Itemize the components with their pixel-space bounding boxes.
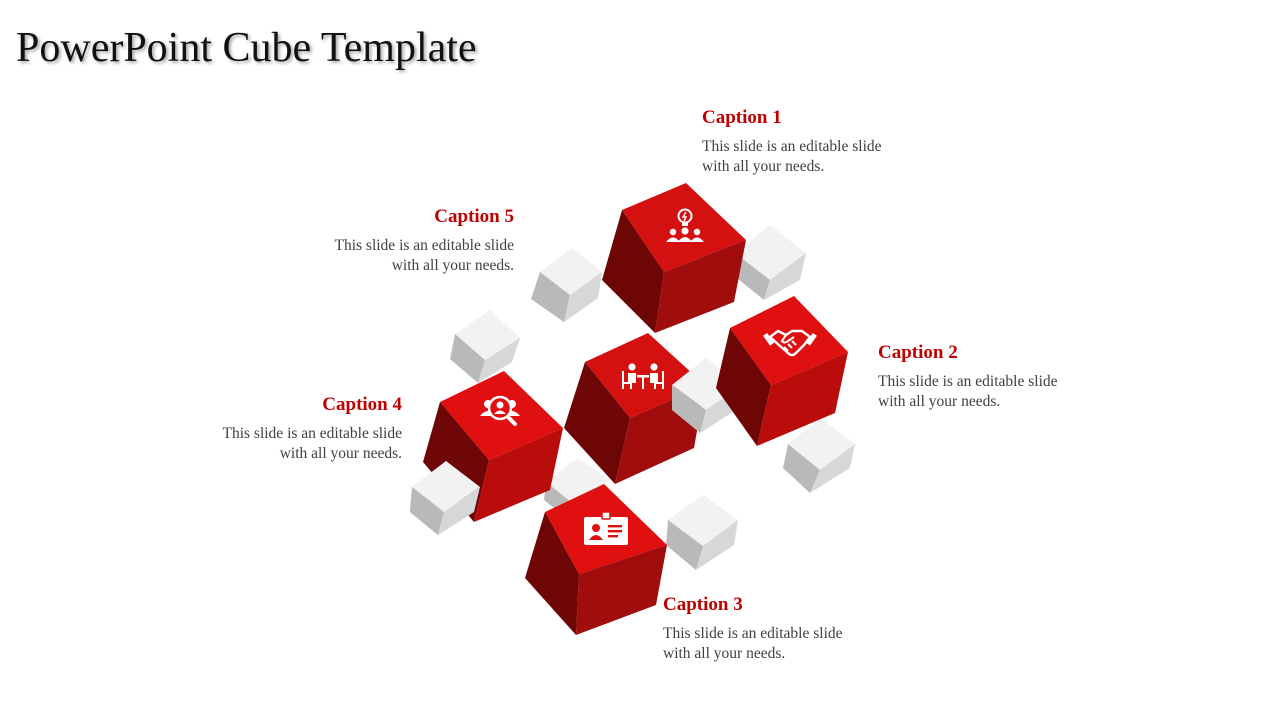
caption-4-text: This slide is an editable slide with all… bbox=[222, 424, 402, 464]
caption-4-heading: Caption 4 bbox=[322, 394, 402, 415]
caption-3: Caption 3 This slide is an editable slid… bbox=[663, 594, 843, 664]
caption-1: Caption 1 This slide is an editable slid… bbox=[702, 107, 882, 177]
caption-2-line-2: with all your needs. bbox=[878, 393, 1001, 410]
caption-1-line-2: with all your needs. bbox=[702, 158, 825, 175]
grey-cube bbox=[783, 418, 855, 493]
slide-title: PowerPoint Cube Template bbox=[16, 25, 477, 71]
caption-3-line-2: with all your needs. bbox=[663, 645, 786, 662]
caption-3-text: This slide is an editable slide with all… bbox=[663, 624, 843, 664]
red-cube-2 bbox=[716, 296, 848, 446]
caption-4-line-1: This slide is an editable slide bbox=[222, 425, 402, 442]
caption-5-text: This slide is an editable slide with all… bbox=[334, 236, 514, 276]
caption-2-heading: Caption 2 bbox=[878, 342, 958, 363]
caption-1-heading: Caption 1 bbox=[702, 107, 782, 128]
caption-5-line-2: with all your needs. bbox=[391, 257, 514, 274]
caption-4: Caption 4 This slide is an editable slid… bbox=[222, 394, 402, 464]
grey-cube bbox=[410, 461, 480, 535]
red-cube-3 bbox=[525, 484, 667, 635]
caption-2: Caption 2 This slide is an editable slid… bbox=[878, 342, 1058, 412]
grey-cube bbox=[666, 495, 738, 570]
caption-4-line-2: with all your needs. bbox=[279, 445, 402, 462]
caption-5: Caption 5 This slide is an editable slid… bbox=[334, 206, 514, 276]
caption-5-line-1: This slide is an editable slide bbox=[334, 237, 514, 254]
grey-cube bbox=[531, 248, 602, 322]
caption-3-heading: Caption 3 bbox=[663, 594, 743, 615]
grey-cube bbox=[732, 225, 806, 300]
caption-2-line-1: This slide is an editable slide bbox=[878, 373, 1058, 390]
grey-cube bbox=[450, 310, 520, 383]
caption-5-heading: Caption 5 bbox=[434, 206, 514, 227]
caption-1-line-1: This slide is an editable slide bbox=[702, 138, 882, 155]
red-cube-1 bbox=[602, 183, 746, 333]
caption-1-text: This slide is an editable slide with all… bbox=[702, 137, 882, 177]
caption-2-text: This slide is an editable slide with all… bbox=[878, 372, 1058, 412]
caption-3-line-1: This slide is an editable slide bbox=[663, 625, 843, 642]
